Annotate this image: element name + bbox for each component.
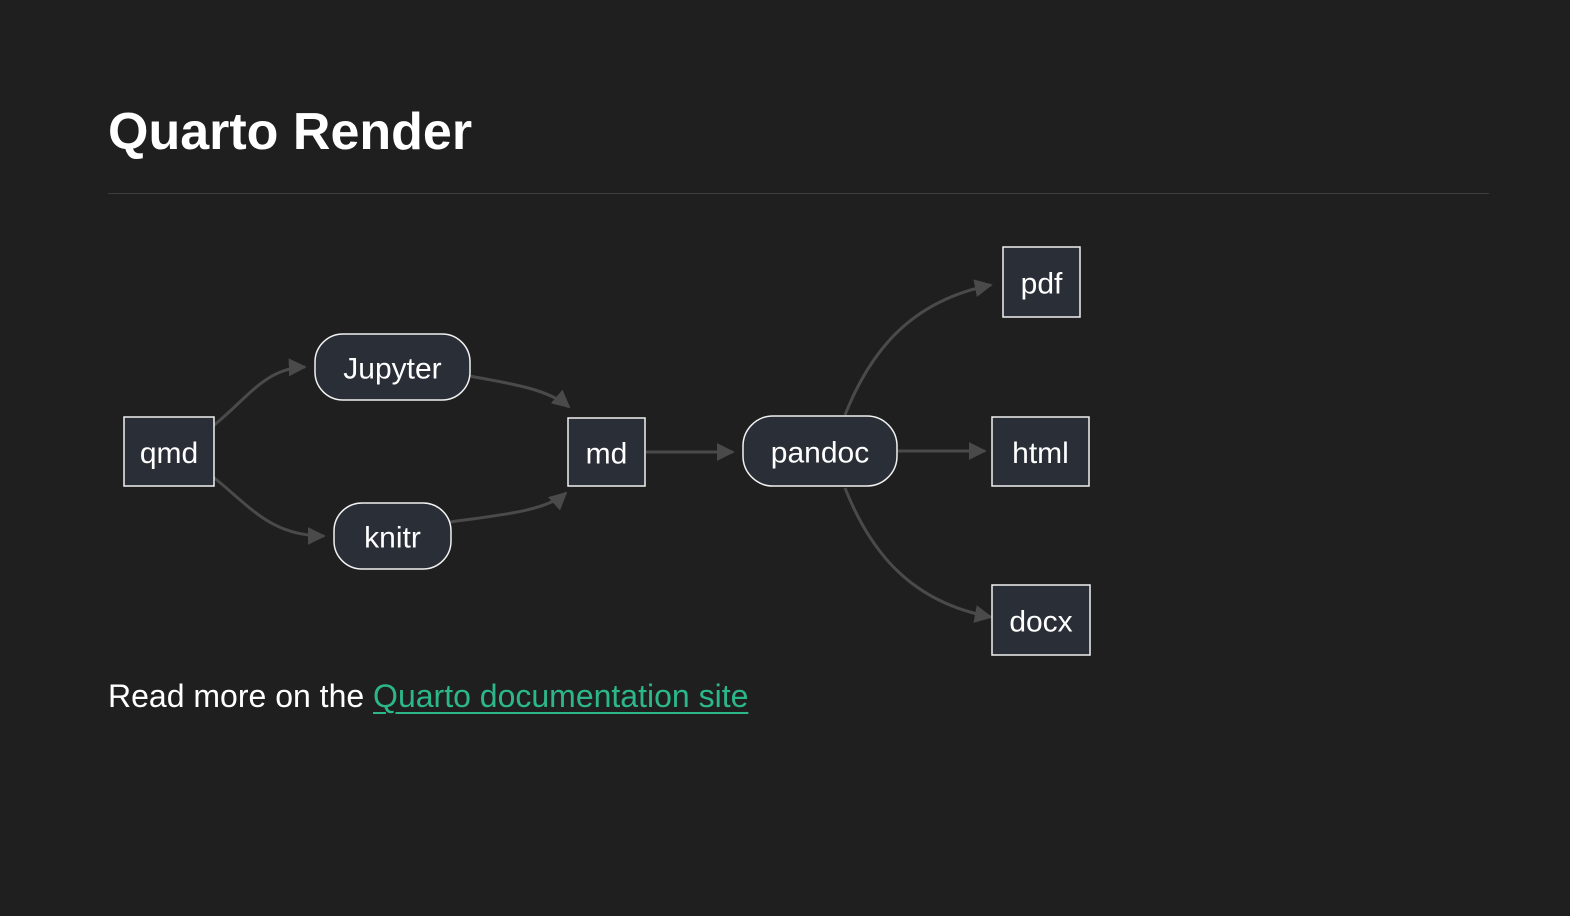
node-qmd: qmd (123, 416, 215, 487)
edge-pandoc-pdf (843, 279, 993, 416)
edge-qmd-jupyter (212, 358, 307, 428)
edge-pandoc-docx (843, 487, 993, 623)
node-pandoc: pandoc (742, 415, 898, 487)
node-label-qmd: qmd (140, 437, 198, 470)
node-label-jupyter: Jupyter (343, 353, 441, 386)
edge-qmd-knitr (212, 475, 326, 545)
node-html: html (991, 416, 1090, 487)
node-label-knitr: knitr (364, 522, 421, 555)
read-more-text: Read more on the Quarto documentation si… (108, 678, 748, 715)
edge-jupyter-md (468, 374, 571, 409)
node-knitr: knitr (333, 502, 452, 570)
read-more-prefix: Read more on the (108, 678, 374, 714)
node-label-pandoc: pandoc (771, 437, 869, 470)
edge-knitr-md (449, 491, 568, 524)
page-title: Quarto Render (108, 103, 473, 161)
node-jupyter: Jupyter (314, 333, 471, 401)
node-docx: docx (991, 584, 1091, 656)
node-label-html: html (1012, 437, 1069, 470)
node-label-pdf: pdf (1021, 268, 1063, 301)
quarto-docs-link[interactable]: Quarto documentation site (373, 678, 749, 714)
node-pdf: pdf (1002, 246, 1081, 318)
node-label-docx: docx (1009, 606, 1072, 639)
title-divider (108, 193, 1489, 194)
node-md: md (567, 417, 646, 487)
node-label-md: md (586, 438, 628, 471)
